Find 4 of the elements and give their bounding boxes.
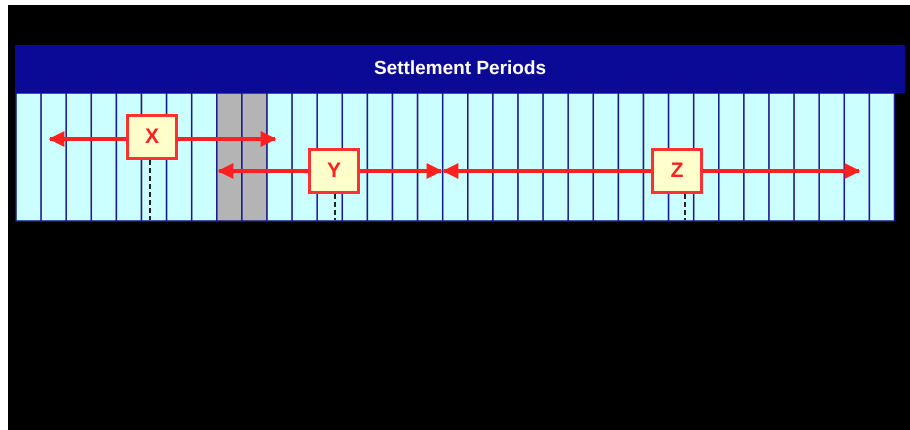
- period-marker-box: Y: [308, 148, 360, 194]
- header-band: Settlement Periods: [15, 45, 905, 93]
- period-marker-box: Z: [651, 148, 703, 194]
- period-marker-box: X: [126, 114, 178, 160]
